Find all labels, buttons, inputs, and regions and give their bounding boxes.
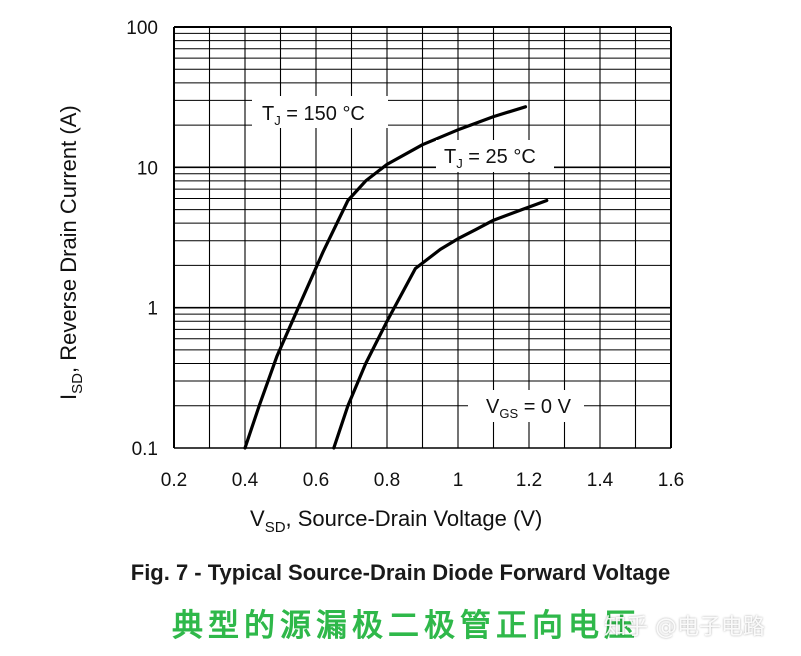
x-tick-label: 1.2: [516, 470, 542, 491]
label-bg-vgs: [468, 390, 584, 422]
x-tick-label: 1: [453, 470, 464, 491]
watermark: 知乎 @电子电路: [604, 615, 765, 640]
x-tick-label: 0.6: [303, 470, 329, 491]
y-tick-label: 0.1: [132, 439, 158, 460]
x-tick-label: 0.2: [161, 470, 187, 491]
series-label-150c: TJ = 150 °C: [262, 103, 365, 128]
x-axis-title: VSD, Source-Drain Voltage (V): [250, 506, 542, 536]
y-tick-label: 10: [137, 158, 158, 179]
figure-caption-chinese: 典型的源漏极二极管正向电压: [172, 608, 640, 644]
x-tick-label: 1.6: [658, 470, 684, 491]
annotation-vgs: VGS = 0 V: [486, 396, 572, 421]
tick-labels: 0.2 0.4 0.6 0.8 1 1.2 1.4 1.6 0.1 1 10 100: [126, 18, 684, 491]
label-bg-25: [436, 140, 554, 172]
series-line-1: [332, 198, 549, 450]
grid: [173, 26, 672, 449]
y-tick-label: 100: [126, 18, 158, 39]
y-axis-title: ISD, Reverse Drain Current (A): [56, 105, 86, 400]
curves: [243, 105, 549, 450]
figure-caption: Fig. 7 - Typical Source-Drain Diode Forw…: [130, 560, 671, 585]
y-tick-label: 1: [147, 299, 158, 320]
series-line-0: [243, 105, 528, 450]
x-tick-label: 0.4: [232, 470, 259, 491]
x-tick-label: 1.4: [587, 470, 614, 491]
series-label-25c: TJ = 25 °C: [444, 146, 536, 171]
label-bg-150: [252, 96, 388, 128]
x-tick-label: 0.8: [374, 470, 400, 491]
